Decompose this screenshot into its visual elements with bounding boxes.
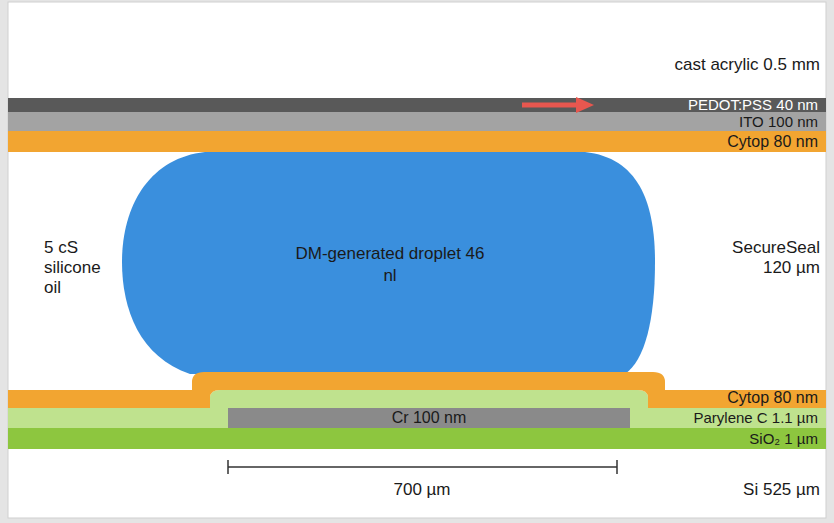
- layer-text: Parylene C 1.1 µm: [693, 408, 818, 428]
- layer-text: SiO₂ 1 µm: [749, 428, 818, 449]
- layer-text: DM-generated droplet 46 nl: [295, 243, 485, 287]
- droplet-shape: DM-generated droplet 46 nl: [160, 200, 620, 330]
- pedot-layer: [8, 98, 826, 112]
- cytop-band: Cytop 80 nm: [8, 131, 826, 152]
- sio2-band: SiO₂ 1 µm: [648, 428, 826, 449]
- layer-label: cast acrylic 0.5 mm: [520, 55, 820, 75]
- dimension-label: 700 µm: [322, 480, 522, 500]
- substrate-label: Si 525 µm: [620, 480, 820, 500]
- layer-text: Cr 100 nm: [392, 408, 467, 428]
- dimension-line: [228, 466, 617, 468]
- pointer-arrow: [522, 103, 578, 108]
- sio2-layer: [8, 428, 826, 449]
- medium-label: 5 cS silicone oil: [44, 238, 120, 298]
- ito-band: ITO 100 nm: [8, 112, 826, 131]
- layer-text: ITO 100 nm: [739, 112, 818, 131]
- layer-text: Cytop 80 nm: [727, 388, 818, 408]
- panel: [8, 2, 826, 518]
- cytop-bottom-layer: [8, 372, 826, 408]
- layer-text: Cytop 80 nm: [727, 131, 818, 152]
- cr-electrode-band: Cr 100 nm: [228, 408, 630, 428]
- dimension-tick: [616, 460, 618, 474]
- ito-layer: [8, 112, 826, 131]
- cr-electrode: [228, 408, 630, 428]
- pedot-band: PEDOT:PSS 40 nm: [8, 97, 826, 112]
- layer-text: PEDOT:PSS 40 nm: [688, 97, 818, 112]
- spacer-label: SecureSeal 120 µm: [720, 238, 820, 278]
- dimension-tick: [227, 460, 229, 474]
- cytop-top-layer: [8, 131, 826, 152]
- parylene-band: Parylene C 1.1 µm: [648, 408, 826, 428]
- cytop-band: Cytop 80 nm: [666, 388, 826, 408]
- droplet: [122, 152, 655, 374]
- pointer-arrowhead: [576, 97, 594, 113]
